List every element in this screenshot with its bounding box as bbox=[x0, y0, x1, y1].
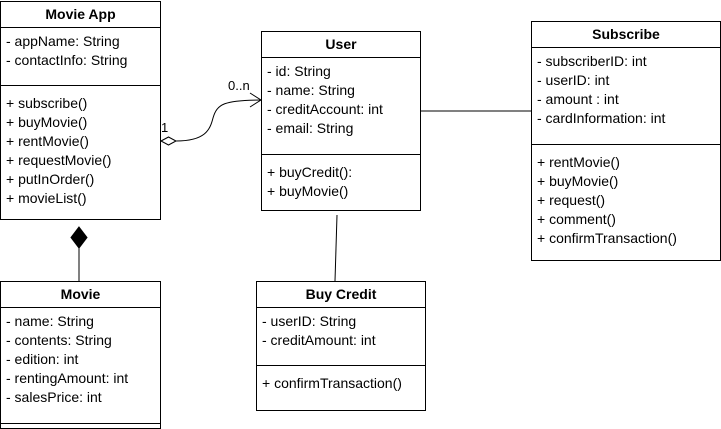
operation: + requestMovie() bbox=[6, 152, 112, 168]
attributes-section: - id: String - name: String - creditAcco… bbox=[262, 58, 420, 155]
class-name: Movie bbox=[1, 282, 160, 308]
attribute: - name: String bbox=[267, 82, 355, 98]
aggregation-diamond bbox=[159, 136, 178, 146]
class-movie-app[interactable]: Movie App - appName: String - contactInf… bbox=[0, 1, 161, 220]
aggregation-line-movieapp-user bbox=[175, 99, 263, 142]
operations-section: + buyCredit(): + buyMovie() bbox=[262, 155, 420, 201]
association-line-user-buycredit bbox=[334, 214, 338, 282]
operation: + buyCredit(): bbox=[267, 164, 353, 180]
class-subscribe[interactable]: Subscribe - subscriberID: int - userID: … bbox=[531, 21, 721, 261]
multiplicity-movie-app-end: 1 bbox=[161, 120, 169, 135]
composition-diamond bbox=[70, 226, 88, 249]
operations-section bbox=[1, 424, 160, 428]
operation: + rentMovie() bbox=[6, 133, 89, 149]
class-user[interactable]: User - id: String - name: String - credi… bbox=[261, 31, 421, 211]
operation: + buyMovie() bbox=[537, 173, 619, 189]
attribute: - userID: int bbox=[537, 72, 610, 88]
attribute: - edition: int bbox=[6, 351, 79, 367]
attribute: - contactInfo: String bbox=[6, 52, 128, 68]
operation: + subscribe() bbox=[6, 95, 88, 111]
operation: + buyMovie() bbox=[6, 114, 88, 130]
operation: + confirmTransaction() bbox=[537, 230, 677, 246]
multiplicity-user-end: 0..n bbox=[228, 78, 250, 93]
class-name: User bbox=[262, 32, 420, 58]
operation: + rentMovie() bbox=[537, 154, 620, 170]
operation: + putInOrder() bbox=[6, 171, 95, 187]
attribute: - cardInformation: int bbox=[537, 110, 666, 126]
attributes-section: - name: String - contents: String - edit… bbox=[1, 308, 160, 424]
attribute: - id: String bbox=[267, 63, 331, 79]
attribute: - creditAccount: int bbox=[267, 101, 383, 117]
attribute: - subscriberID: int bbox=[537, 53, 647, 69]
attribute: - name: String bbox=[6, 313, 94, 329]
operations-section: + confirmTransaction() bbox=[257, 366, 425, 393]
attribute: - userID: String bbox=[262, 313, 357, 329]
operation: + comment() bbox=[537, 211, 616, 227]
operation: + movieList() bbox=[6, 190, 87, 206]
operations-section: + subscribe() + buyMovie() + rentMovie()… bbox=[1, 86, 160, 208]
attribute: - amount : int bbox=[537, 91, 619, 107]
operations-section: + rentMovie() + buyMovie() + request() +… bbox=[532, 145, 720, 248]
operation: + request() bbox=[537, 192, 606, 208]
attribute: - rentingAmount: int bbox=[6, 370, 129, 386]
attribute: - salesPrice: int bbox=[6, 389, 102, 405]
class-movie[interactable]: Movie - name: String - contents: String … bbox=[0, 281, 161, 429]
class-name: Movie App bbox=[1, 2, 160, 28]
attribute: - creditAmount: int bbox=[262, 332, 376, 348]
class-name: Subscribe bbox=[532, 22, 720, 48]
attribute: - appName: String bbox=[6, 33, 120, 49]
class-name: Buy Credit bbox=[257, 282, 425, 308]
attributes-section: - appName: String - contactInfo: String bbox=[1, 28, 160, 86]
operation: + buyMovie() bbox=[267, 183, 349, 199]
attribute: - email: String bbox=[267, 120, 354, 136]
class-buy-credit[interactable]: Buy Credit - userID: String - creditAmou… bbox=[256, 281, 426, 411]
attribute: - contents: String bbox=[6, 332, 112, 348]
attributes-section: - userID: String - creditAmount: int bbox=[257, 308, 425, 366]
attributes-section: - subscriberID: int - userID: int - amou… bbox=[532, 48, 720, 145]
operation: + confirmTransaction() bbox=[262, 375, 402, 391]
